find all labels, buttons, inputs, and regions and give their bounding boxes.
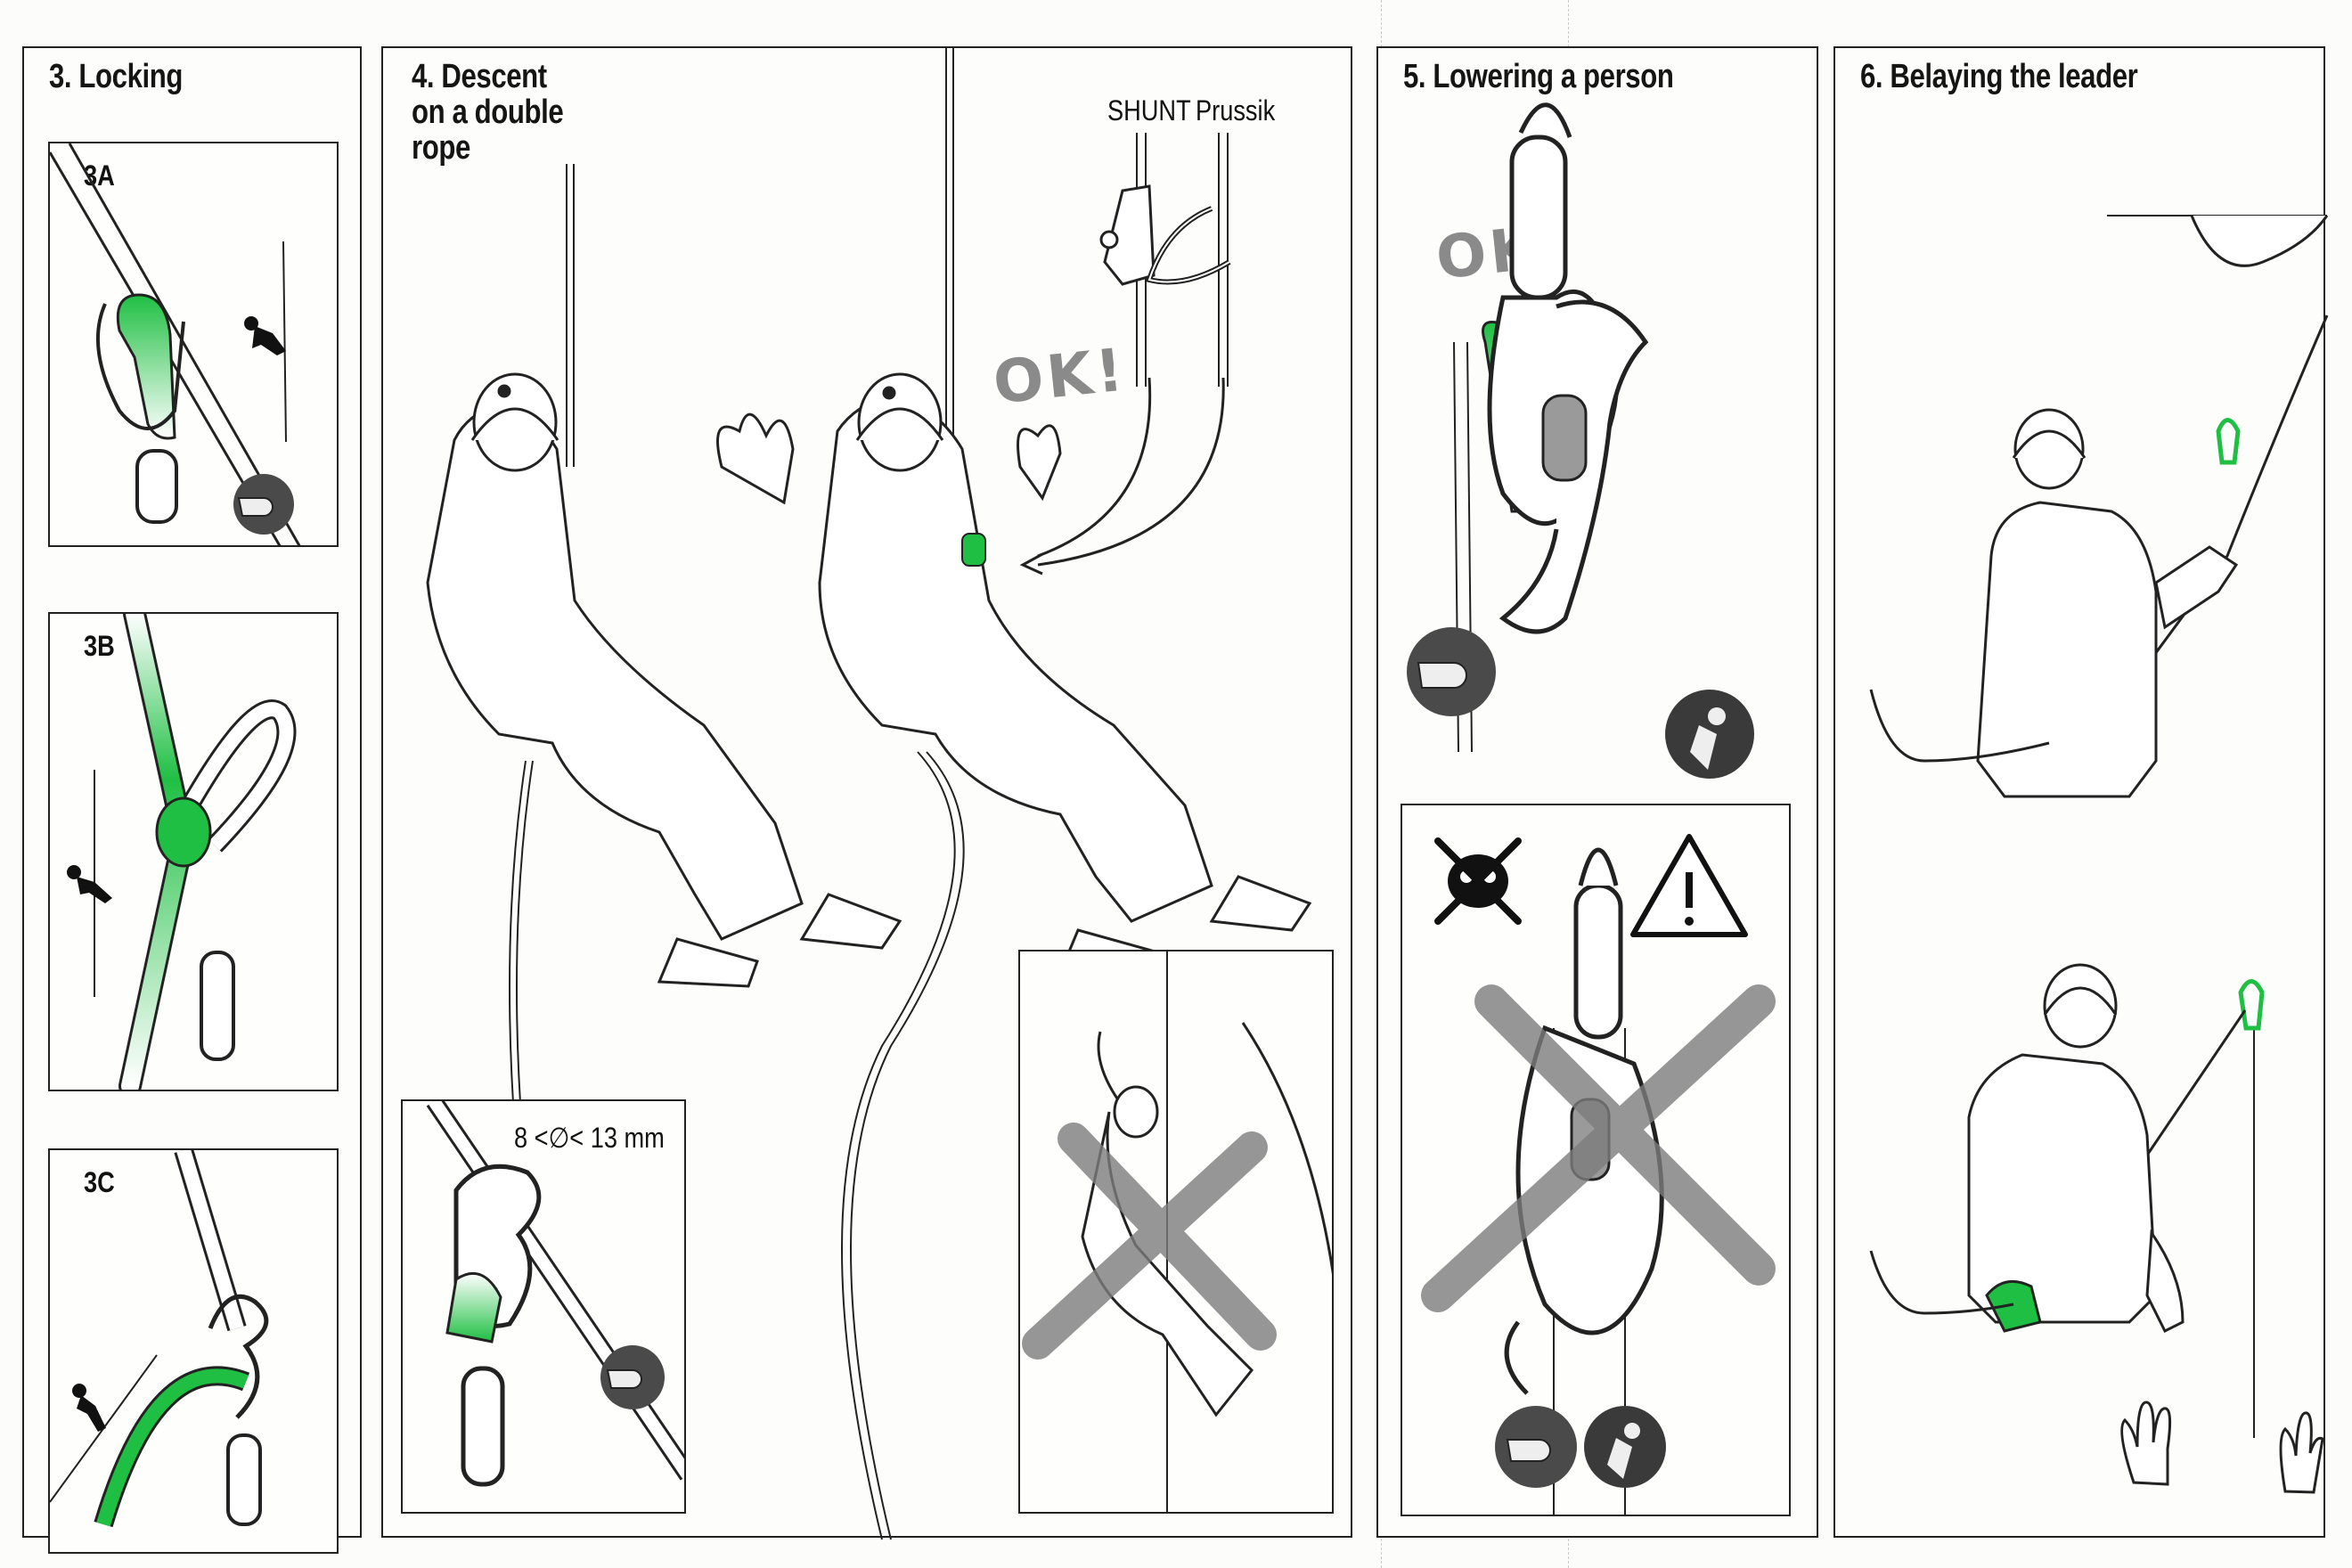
- thumb-hand-icon: [233, 474, 294, 535]
- climber-silhouette-icon: [50, 1354, 158, 1503]
- belaying-illustration: [1869, 215, 2329, 1494]
- belayer-figure: [1967, 963, 2185, 1334]
- inset-descent-device: 8 <∅< 13 mm: [401, 1099, 686, 1514]
- spotting-hands: [2120, 1401, 2324, 1494]
- shunt-device: [1099, 133, 1156, 387]
- falling-rock-icon: [1665, 690, 1754, 779]
- rappeller-figure: [426, 372, 902, 988]
- prussik-knot: [1146, 133, 1231, 387]
- belayer-figure: [1976, 408, 2239, 798]
- thumb-hand-icon: [600, 1345, 665, 1409]
- quickdraw-carabiner: [2238, 979, 2265, 1031]
- locking-device-illustration: [50, 143, 301, 545]
- panel-title: 6. Belaying the leader: [1860, 58, 2138, 95]
- panel-locking: 3. Locking 3A: [22, 46, 362, 1554]
- locked-device-illustration: [50, 1150, 269, 1528]
- shunt-device-highlight: [961, 533, 986, 567]
- figure-label: 3C: [84, 1166, 115, 1198]
- lowering-device-illustration: [1407, 102, 1754, 779]
- knot-illustration: [67, 614, 297, 1090]
- figure-3b: 3B: [48, 612, 339, 1091]
- panel-descent: 4. Descent on a double rope SHUNT Prussi…: [381, 46, 1352, 1540]
- cross-out-mark-icon: [1022, 1123, 1277, 1360]
- inset-incorrect-descent: [1018, 950, 1334, 1514]
- shunt-label: SHUNT: [1107, 94, 1191, 127]
- climber-silhouette-icon: [244, 241, 287, 443]
- panel-title: 5. Lowering a person: [1403, 58, 1674, 95]
- device-closeup: [426, 1101, 684, 1487]
- climber-silhouette-icon: [67, 770, 112, 997]
- incorrect-lowering-illustration: [1421, 834, 1776, 1515]
- panel-belaying: 6. Belaying the leader: [1833, 46, 2329, 1538]
- warning-triangle-icon: [1630, 834, 1748, 937]
- rope-diameter-spec: 8 <∅< 13 mm: [514, 1122, 665, 1154]
- figure-3c: 3C: [48, 1148, 339, 1554]
- cross-out-mark-icon: [1421, 984, 1776, 1312]
- panel-title: 3. Locking: [49, 58, 183, 95]
- incorrect-descent-illustration: [1022, 951, 1332, 1512]
- panel-title: 4. Descent on a double rope: [412, 58, 564, 167]
- figure-label: 3B: [84, 630, 115, 662]
- brake-hand-highlight: [1985, 1279, 2042, 1333]
- thumb-hand-icon: [1495, 1406, 1577, 1488]
- prussik-label: Prussik: [1196, 94, 1276, 127]
- rappeller-figure: [716, 372, 1312, 979]
- panel-lowering: 5. Lowering a person OK!: [1376, 46, 1818, 1538]
- inset-incorrect-lowering: [1401, 804, 1791, 1516]
- descent-illustration: [426, 48, 1312, 1540]
- thumb-hand-icon: [1407, 627, 1496, 716]
- quickdraw-carabiner: [2216, 418, 2241, 465]
- skull-crossbones-icon: [1434, 837, 1522, 925]
- figure-3a: 3A: [48, 142, 339, 547]
- falling-rock-icon: [1584, 1406, 1666, 1488]
